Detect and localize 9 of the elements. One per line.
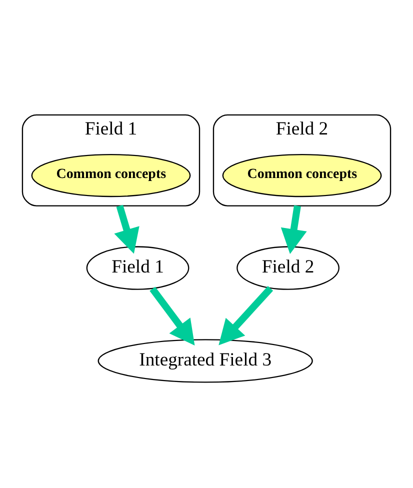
arrow xyxy=(114,204,140,254)
node-ellipse: Common concepts xyxy=(222,154,382,198)
node-ellipse: Integrated Field 3 xyxy=(98,339,313,383)
node-ellipse: Field 1 xyxy=(86,246,190,290)
arrow xyxy=(280,205,307,254)
arrow xyxy=(150,286,195,346)
arrow xyxy=(218,286,274,346)
node-ellipse: Field 2 xyxy=(236,246,340,290)
node-ellipse: Common concepts xyxy=(31,154,191,198)
